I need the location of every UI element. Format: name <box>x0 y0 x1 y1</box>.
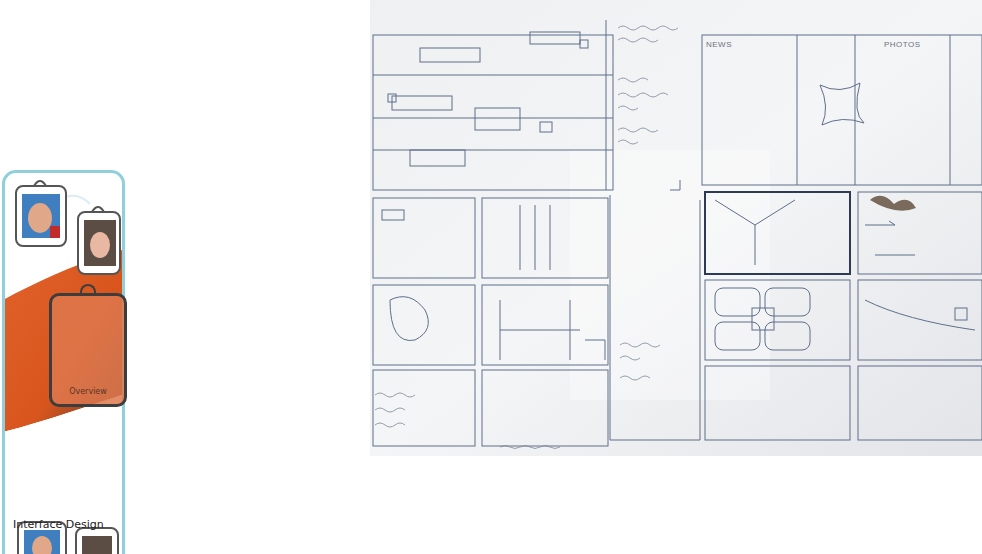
tag-ring <box>80 284 96 296</box>
sketch-heading: NEWS <box>706 40 732 49</box>
overview-tag: Overview <box>49 293 127 407</box>
card-title: Interface Design <box>13 518 104 531</box>
card-illustration <box>0 0 140 554</box>
sketch-heading: PHOTOS <box>884 40 921 49</box>
topic-card: Interface Design Overview <box>2 170 125 554</box>
whiteboard-photo <box>370 0 982 456</box>
tag-label: Overview <box>52 387 124 396</box>
